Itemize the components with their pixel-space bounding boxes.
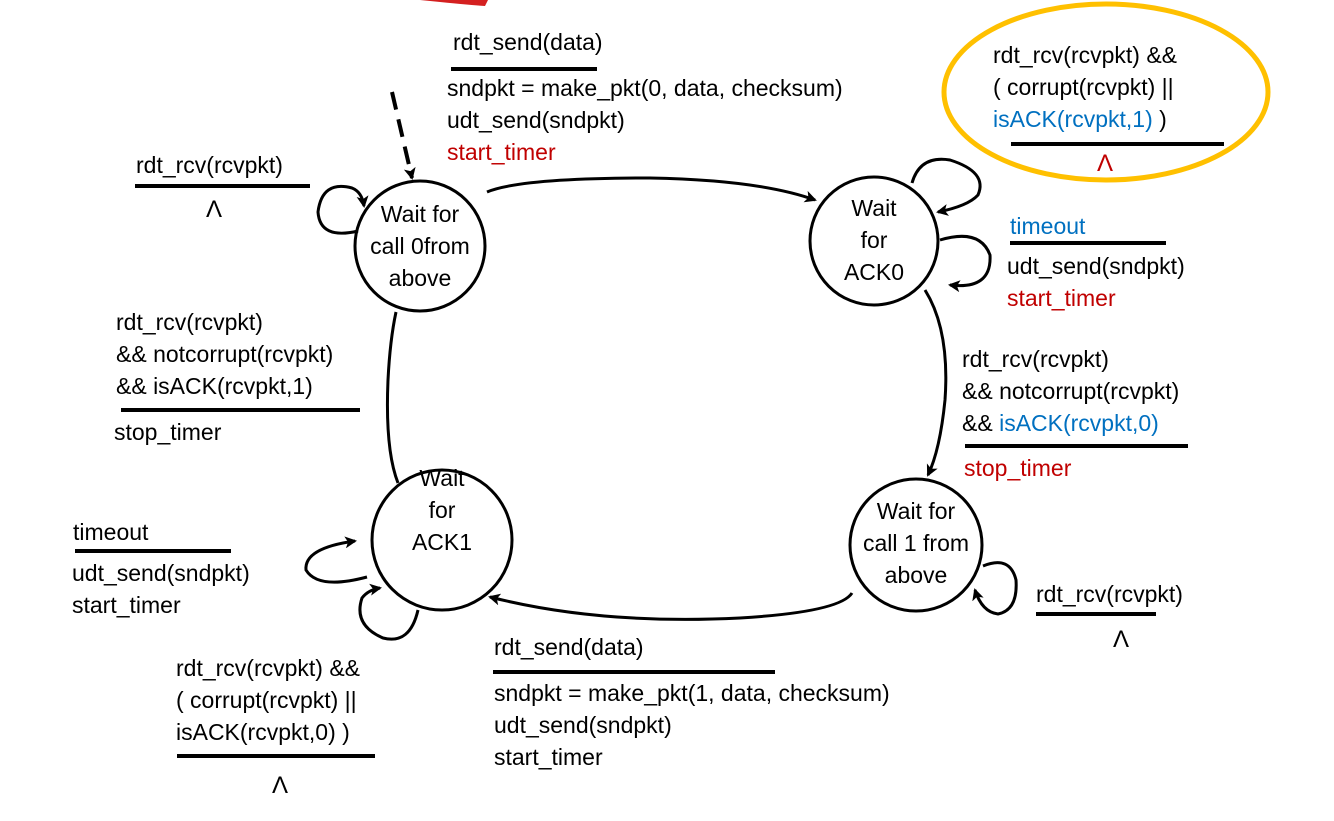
loop-call1-self: [972, 561, 1018, 616]
lambda-call1-self: Λ: [1113, 626, 1130, 653]
divider-ack1-timeout: [75, 549, 231, 553]
label-ack0-timeout-actions: udt_send(sndpkt) start_timer: [1007, 253, 1185, 311]
lambda-call0-self: Λ: [206, 196, 223, 223]
state-label-wait-call-1: Wait for call 1 from above: [862, 498, 970, 588]
label-ack0-corrupt-event: rdt_rcv(rcvpkt) && ( corrupt(rcvpkt) || …: [993, 42, 1178, 132]
divider-call1-to-ack1: [493, 670, 775, 674]
loop-ack1-timeout: [304, 536, 368, 584]
label-call1-to-ack1-actions: sndpkt = make_pkt(1, data, checksum) udt…: [494, 680, 890, 770]
state-label-wait-ack-1: Wait for ACK1: [411, 465, 473, 555]
divider-call0-self: [135, 184, 310, 188]
transition-call1-to-ack1: [488, 592, 854, 621]
divider-ack1-to-call0: [121, 408, 360, 412]
divider-call1-self: [1036, 612, 1156, 616]
label-ack1-corrupt-event: rdt_rcv(rcvpkt) && ( corrupt(rcvpkt) || …: [176, 655, 361, 745]
transition-ack0-to-call1: [923, 289, 948, 477]
state-wait-ack-0: [808, 175, 940, 307]
initial-state-arrow: [390, 91, 416, 180]
loop-ack0-corrupt: [910, 157, 982, 216]
transition-call0-to-ack0: [486, 176, 817, 203]
label-ack1-timeout-event: timeout: [73, 519, 149, 545]
state-wait-ack-1: [370, 468, 514, 612]
label-ack0-timeout-event: timeout: [1010, 213, 1086, 239]
divider-ack0-corrupt: [1011, 142, 1224, 146]
label-call0-to-ack0-actions: sndpkt = make_pkt(0, data, checksum) udt…: [447, 75, 843, 165]
state-label-wait-call-0: Wait for call 0from above: [370, 201, 470, 291]
loop-call0-self: [316, 185, 369, 235]
state-label-wait-ack-0: Wait for ACK0: [843, 195, 905, 285]
divider-call0-to-ack0: [451, 67, 597, 71]
label-call1-to-ack1-event: rdt_send(data): [494, 634, 644, 660]
label-ack1-to-call0-action: stop_timer: [114, 419, 222, 445]
label-ack0-to-call1-event: rdt_rcv(rcvpkt) && notcorrupt(rcvpkt) &&…: [962, 346, 1180, 436]
red-callout-fragment: [420, 0, 488, 6]
label-ack1-to-call0-event: rdt_rcv(rcvpkt) && notcorrupt(rcvpkt) &&…: [116, 309, 334, 399]
lambda-ack0-corrupt: Λ: [1097, 150, 1114, 177]
divider-ack0-timeout: [1010, 241, 1166, 245]
state-wait-call-0: [353, 179, 487, 313]
loop-ack1-corrupt: [358, 583, 420, 641]
highlight-ellipse: [941, 1, 1271, 183]
transition-ack1-to-call0: [385, 311, 400, 484]
label-ack1-timeout-actions: udt_send(sndpkt) start_timer: [72, 560, 250, 618]
divider-ack0-to-call1: [965, 444, 1188, 448]
state-wait-call-1: [848, 477, 984, 613]
loop-ack0-timeout: [939, 234, 992, 293]
label-call0-self-event: rdt_rcv(rcvpkt): [136, 152, 283, 178]
label-call1-self-event: rdt_rcv(rcvpkt): [1036, 581, 1183, 607]
label-call0-to-ack0-event: rdt_send(data): [453, 29, 603, 55]
lambda-ack1-corrupt: Λ: [272, 772, 289, 799]
divider-ack1-corrupt: [177, 754, 375, 758]
label-ack0-to-call1-action: stop_timer: [964, 455, 1072, 481]
